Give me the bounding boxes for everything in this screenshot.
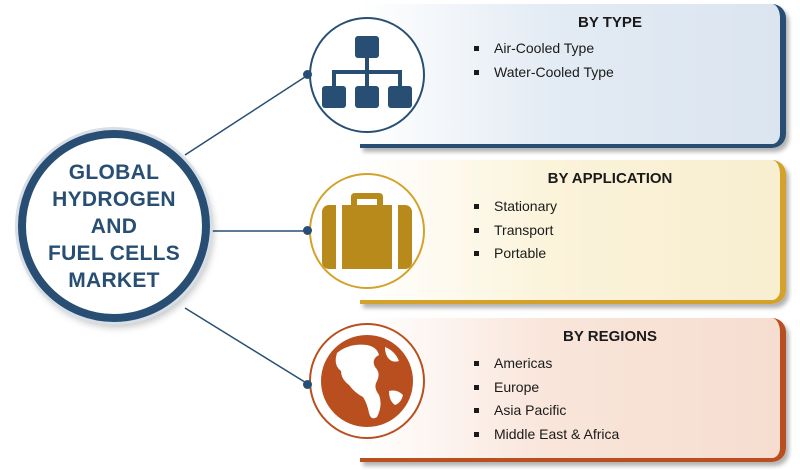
- segment-title-application: BY APPLICATION: [547, 170, 673, 187]
- segment-title-regions: BY REGIONS: [563, 328, 657, 345]
- list-item: Air-Cooled Type: [473, 37, 614, 61]
- hub-title-line: FUEL CELLS: [47, 241, 181, 265]
- segment-list-type: Air-Cooled Type Water-Cooled Type: [473, 37, 614, 84]
- list-item: Americas: [473, 352, 619, 376]
- connector-dot: [303, 380, 312, 389]
- hub-title-line: GLOBAL: [68, 160, 160, 184]
- regions-icon-circle: [309, 323, 425, 439]
- type-icon-circle: [309, 17, 425, 133]
- list-item: Middle East & Africa: [473, 423, 619, 447]
- segment-title-type: BY TYPE: [578, 14, 642, 31]
- segment-panel-type: BY TYPE Air-Cooled Type Water-Cooled Typ…: [360, 4, 786, 148]
- application-icon-circle: [309, 173, 425, 289]
- connector-type: [184, 74, 309, 156]
- list-item: Portable: [473, 242, 557, 266]
- list-item: Asia Pacific: [473, 399, 619, 423]
- list-item: Transport: [473, 219, 557, 243]
- segment-panel-application: BY APPLICATION Stationary Transport Port…: [360, 160, 786, 304]
- hub-title-line: HYDROGEN: [52, 187, 176, 211]
- hierarchy-icon: [322, 36, 412, 108]
- hub-title-line: MARKET: [68, 268, 160, 292]
- connector-dot: [303, 70, 312, 79]
- segment-list-regions: Americas Europe Asia Pacific Middle East…: [473, 352, 619, 446]
- segment-panel-regions: BY REGIONS Americas Europe Asia Pacific …: [360, 318, 786, 462]
- globe-icon: [321, 335, 413, 427]
- list-item: Stationary: [473, 195, 557, 219]
- briefcase-icon: [322, 193, 412, 269]
- list-item: Water-Cooled Type: [473, 61, 614, 85]
- center-hub: GLOBAL HYDROGEN AND FUEL CELLS MARKET: [18, 130, 210, 322]
- list-item: Europe: [473, 376, 619, 400]
- hub-title: GLOBAL HYDROGEN AND FUEL CELLS MARKET: [39, 159, 189, 294]
- segment-list-application: Stationary Transport Portable: [473, 195, 557, 266]
- connector-dot: [303, 226, 312, 235]
- connector-regions: [184, 307, 309, 385]
- hub-title-line: AND: [90, 214, 138, 238]
